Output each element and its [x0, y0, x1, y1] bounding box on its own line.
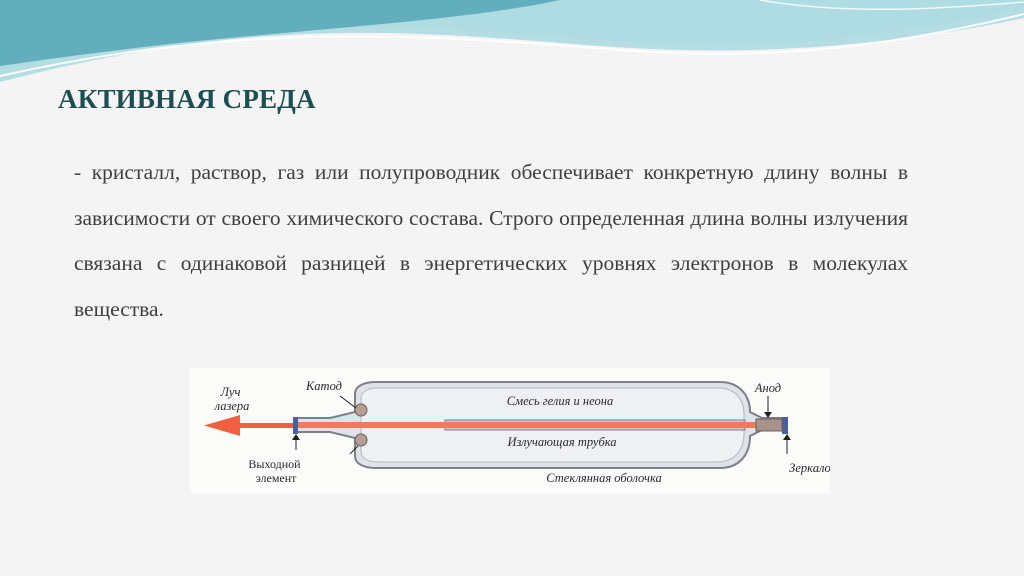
- cathode-lower-leader: [349, 445, 359, 455]
- beam-arrow-shaft: [234, 423, 298, 428]
- label-gas: Смесь гелия и неона: [507, 394, 613, 408]
- cathode-leader: [339, 395, 357, 409]
- laser-beam: [294, 422, 784, 428]
- label-beam-line1: Луч: [219, 385, 240, 399]
- label-mirror: Зеркало: [789, 461, 830, 475]
- body-paragraph: - кристалл, раствор, газ или полупроводн…: [74, 160, 908, 321]
- laser-diagram: Луч лазера Катод Анод Смесь гелия и неон…: [190, 368, 830, 494]
- wave-highlight: [0, 13, 1024, 77]
- wave-front: [0, 0, 560, 66]
- wave-highlight-2: [759, 0, 1024, 11]
- slide-title: АКТИВНАЯ СРЕДА: [58, 84, 316, 114]
- label-output-line1: Выходной: [248, 457, 301, 471]
- cathode-upper: [354, 403, 368, 417]
- label-output-line2: элемент: [256, 471, 298, 485]
- output-element: [293, 417, 298, 434]
- label-beam-line2: лазера: [214, 399, 250, 413]
- mirror: [782, 417, 788, 434]
- anode: [755, 418, 783, 432]
- label-shell: Стеклянная оболочка: [546, 471, 661, 485]
- label-tube: Излучающая трубка: [506, 435, 616, 449]
- label-anode: Анод: [754, 381, 781, 395]
- cathode-lower: [354, 433, 368, 447]
- label-cathode: Катод: [305, 379, 342, 393]
- label-beam: Луч лазера: [214, 385, 250, 413]
- laser-beam-arrow-icon: [204, 415, 240, 436]
- label-output: Выходной элемент: [248, 457, 303, 485]
- decorative-waves: [0, 0, 1024, 82]
